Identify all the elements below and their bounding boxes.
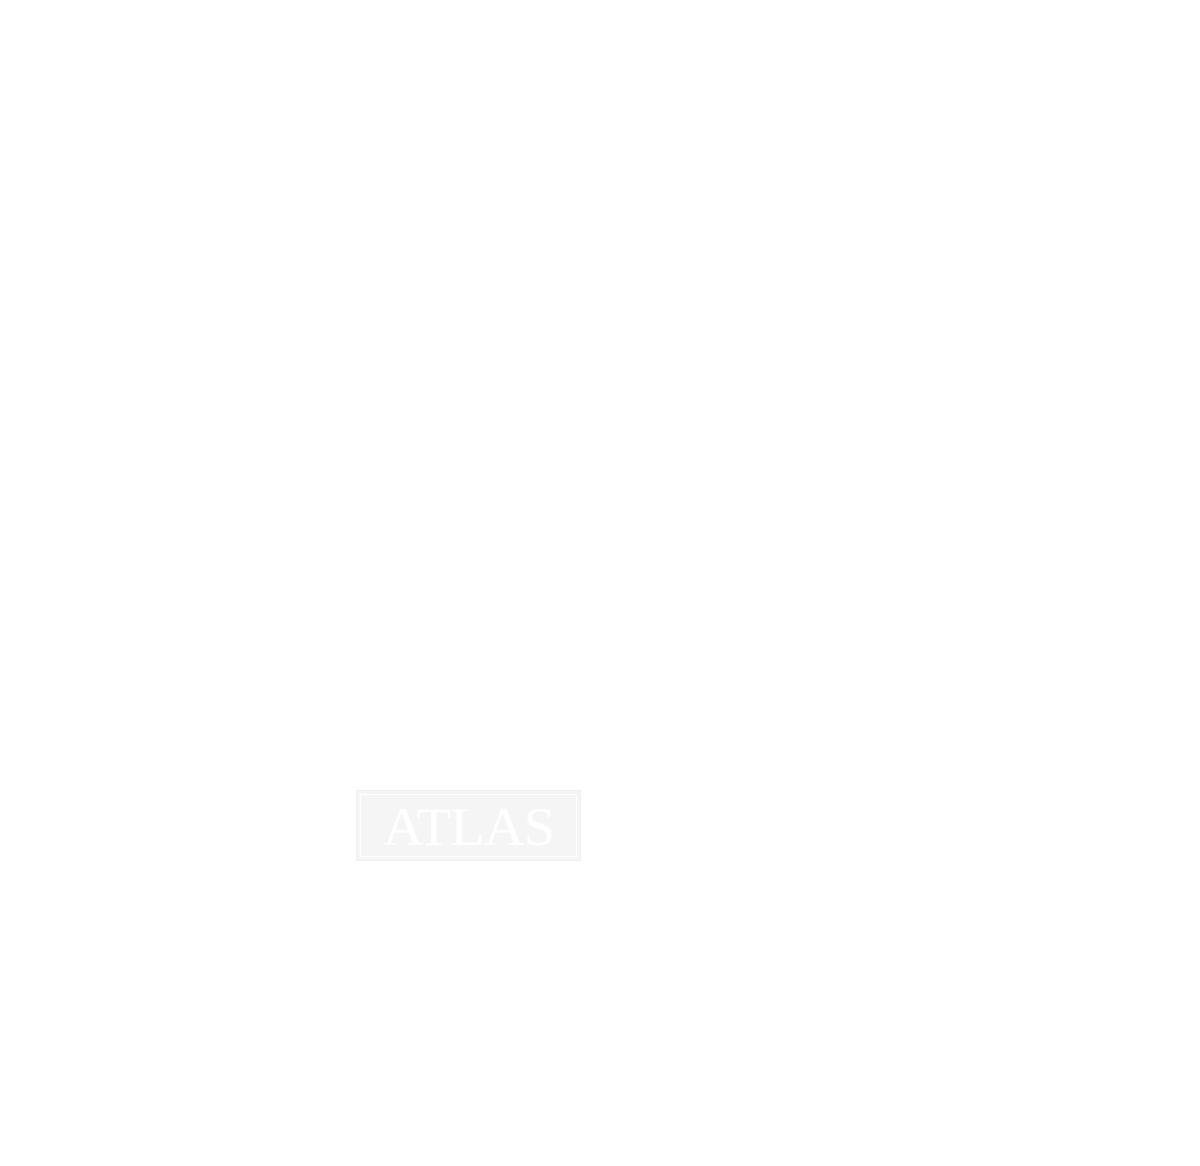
logo-inner-frame: ATLAS: [360, 794, 577, 857]
atlas-logo: ATLAS: [356, 790, 581, 861]
logo-text: ATLAS: [382, 796, 555, 857]
